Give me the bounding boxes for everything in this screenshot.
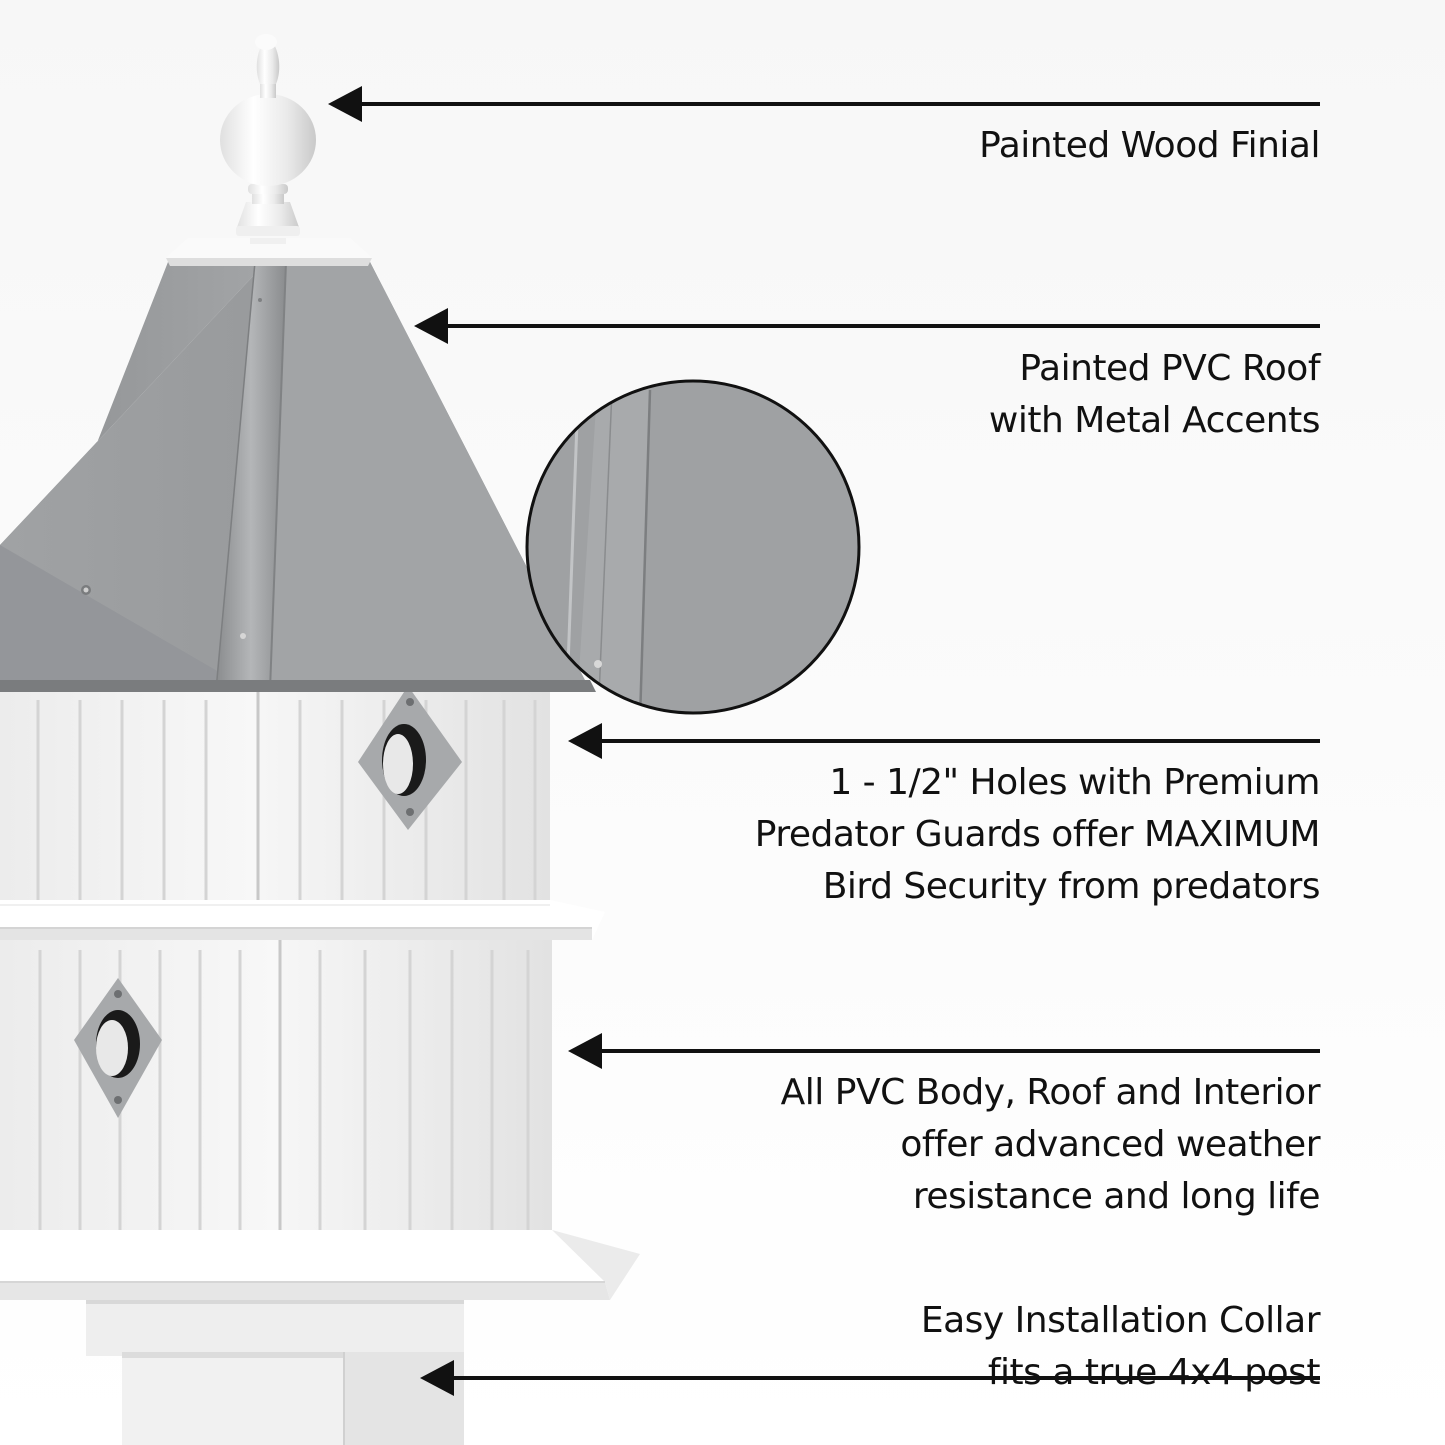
callout-line: 1 - 1/2" Holes with Premium: [829, 762, 1320, 803]
roof: [0, 258, 596, 692]
callout-line: resistance and long life: [912, 1176, 1321, 1217]
callout-line: fits a true 4x4 post: [987, 1352, 1321, 1393]
callout-label-holes: 1 - 1/2" Holes with Premium Predator Gua…: [754, 757, 1321, 913]
finial: [220, 34, 316, 244]
callout-arrow-finial: [328, 86, 1320, 122]
callout-arrow-roof: [414, 308, 1320, 344]
callout-arrow-collar: [420, 1360, 1320, 1396]
callout-line: Bird Security from predators: [822, 866, 1321, 907]
callout-line: offer advanced weather: [900, 1124, 1320, 1165]
callout-label-finial: Painted Wood Finial: [979, 120, 1320, 172]
callout-label-collar: Easy Installation Collar fits a true 4x4…: [920, 1295, 1321, 1399]
post-collar: [86, 1296, 464, 1445]
callout-line: Painted PVC Roof: [1019, 348, 1320, 389]
callout-arrow-holes: [568, 723, 1320, 759]
lower-entry-hole: [74, 978, 162, 1118]
upper-entry-hole: [358, 686, 462, 830]
middle-trim: [0, 900, 605, 940]
callout-line: with Metal Accents: [988, 400, 1321, 441]
base-trim: [0, 1230, 640, 1300]
callout-line: All PVC Body, Roof and Interior: [780, 1072, 1321, 1113]
lower-body: [0, 935, 552, 1270]
callout-line: Easy Installation Collar: [920, 1300, 1321, 1341]
upper-body: [0, 685, 550, 910]
roof-detail-magnifier: [525, 379, 861, 715]
roof-cap: [166, 238, 372, 266]
callout-line: Painted Wood Finial: [979, 125, 1320, 166]
callout-label-roof: Painted PVC Roof with Metal Accents: [988, 343, 1321, 447]
callout-arrow-body: [568, 1033, 1320, 1069]
callout-line: Predator Guards offer MAXIMUM: [754, 814, 1321, 855]
callout-label-body: All PVC Body, Roof and Interior offer ad…: [780, 1067, 1321, 1223]
